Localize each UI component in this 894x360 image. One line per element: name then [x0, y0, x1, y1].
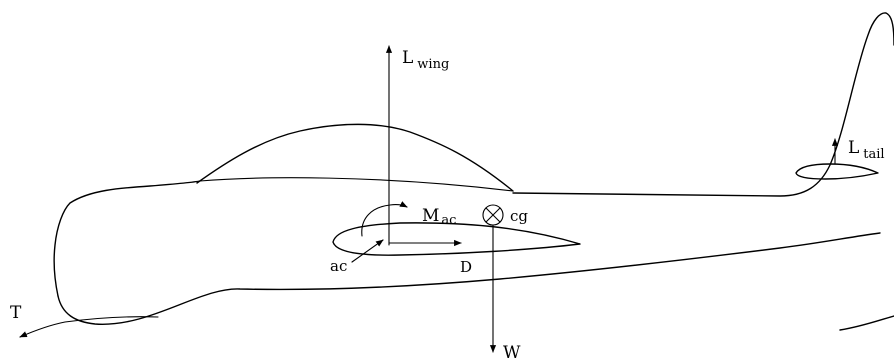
cg-label: cg	[510, 207, 528, 225]
thrust-label: T	[10, 303, 22, 323]
weight-label: W	[503, 343, 521, 360]
drag-label: D	[460, 258, 472, 276]
cg-symbol	[482, 204, 504, 226]
ac-label: ac	[330, 257, 347, 275]
moment-arc	[361, 201, 408, 237]
ac-pointer-arrow	[351, 239, 384, 263]
tail-airfoil	[795, 163, 879, 180]
thrust-arrow	[19, 316, 159, 338]
canopy	[196, 123, 514, 192]
fuselage-belly	[57, 232, 881, 325]
wing-airfoil	[332, 222, 581, 256]
fuselage-aft	[839, 315, 894, 331]
canopy-base	[199, 177, 514, 192]
fuselage-top-rear	[512, 12, 894, 197]
fuselage-top-front	[53, 180, 201, 297]
